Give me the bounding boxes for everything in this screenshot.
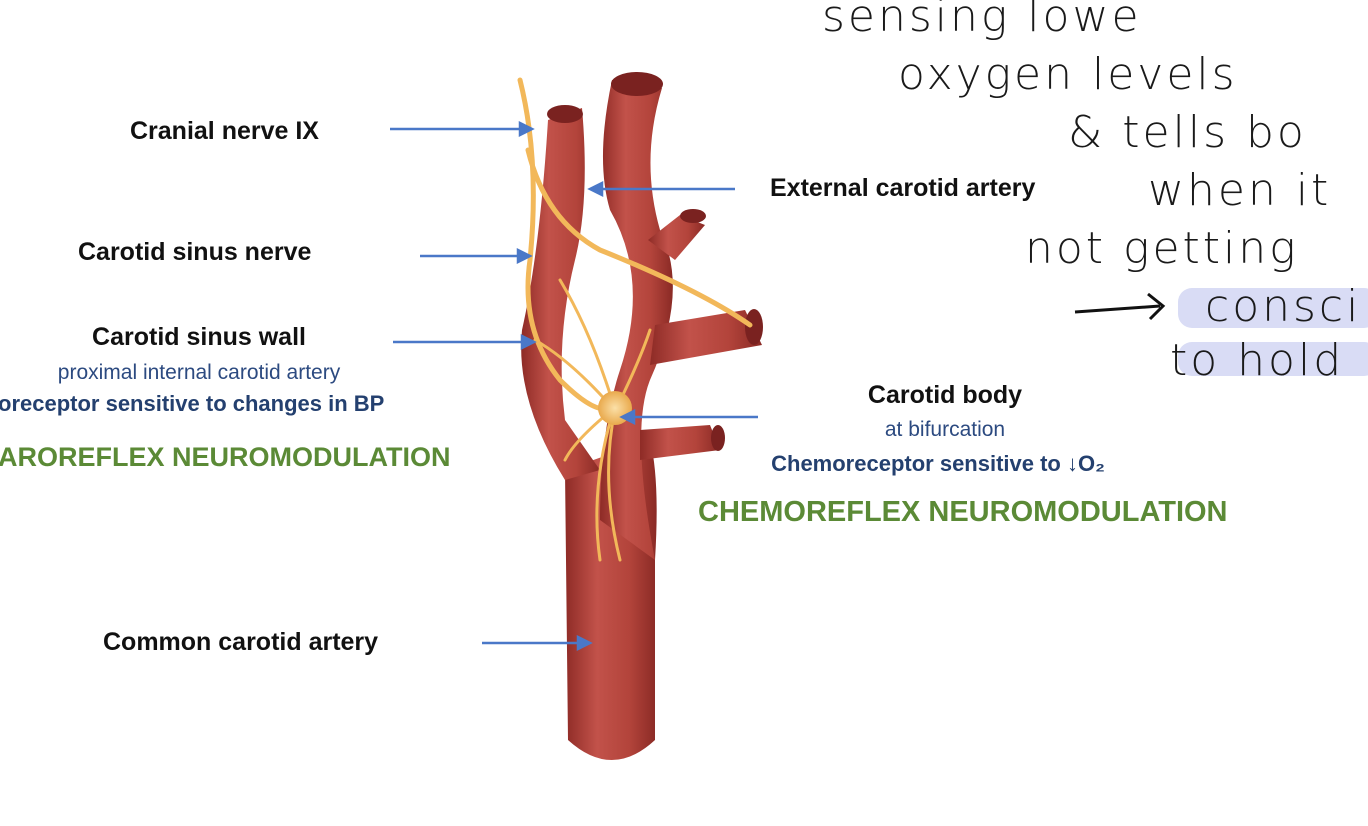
label-carotid-sinus-nerve: Carotid sinus nerve (78, 238, 312, 266)
label-carotid-sinus-wall: Carotid sinus wall (92, 323, 306, 351)
handwritten-note-line: when it (1148, 165, 1332, 216)
label-chemoreceptor: Chemoreceptor sensitive to ↓O₂ (771, 451, 1105, 476)
handwritten-note-line: oxygen levels (898, 49, 1238, 100)
handwritten-note-line: sensing lowe (822, 0, 1142, 42)
highlight-stroke (1178, 342, 1368, 376)
label-baroreceptor: oreceptor sensitive to changes in BP (0, 391, 385, 416)
internal-carotid-artery (521, 105, 600, 480)
handwritten-note-line: to hold (1170, 335, 1345, 386)
handwritten-arrow (1074, 292, 1166, 321)
label-baroreflex-neuromodulation: AROREFLEX NEUROMODULATION (0, 442, 451, 472)
label-cranial-nerve-ix: Cranial nerve IX (130, 117, 319, 145)
label-chemoreflex-neuromodulation: CHEMOREFLEX NEUROMODULATION (698, 496, 1228, 528)
handwritten-note-line: & tells bo (1068, 107, 1307, 158)
highlight-stroke (1178, 288, 1368, 328)
label-sinus-wall-location: proximal internal carotid artery (57, 361, 341, 384)
label-carotid-body: Carotid body (867, 381, 1023, 409)
handwritten-note-line: consci (1205, 281, 1362, 332)
pointer-arrows (390, 120, 758, 652)
label-common-carotid-artery: Common carotid artery (103, 628, 379, 656)
handwritten-note-line: not getting (1025, 223, 1299, 274)
label-external-carotid-artery: External carotid artery (770, 174, 1036, 202)
external-carotid-artery (600, 72, 763, 560)
label-carotid-body-location: at bifurcation (884, 418, 1006, 441)
nerves (517, 77, 753, 562)
